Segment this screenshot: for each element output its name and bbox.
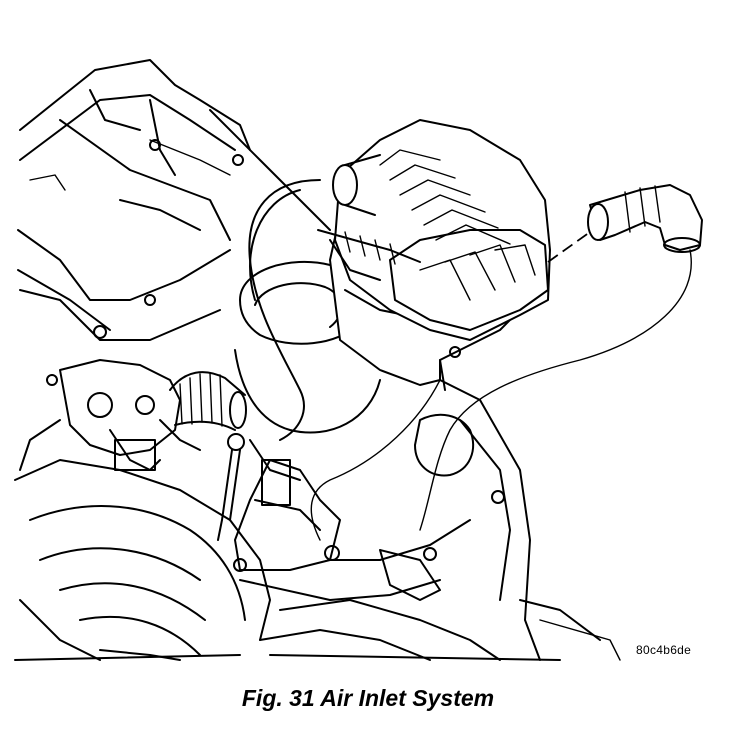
intake-manifold	[14, 459, 271, 661]
battery-tray	[233, 459, 471, 601]
fender-structure	[17, 59, 331, 386]
right-fender	[259, 379, 601, 661]
figure-reference-code: 80c4b6de	[636, 643, 692, 657]
throttle-body	[19, 359, 201, 471]
inlet-elbow-tube	[587, 184, 703, 253]
corrugated-air-duct	[169, 371, 247, 431]
air-filter-housing	[317, 119, 551, 391]
routing-lines	[248, 179, 692, 541]
assembly-dashed-line	[547, 231, 591, 263]
figure-caption: Fig. 31 Air Inlet System	[241, 685, 495, 711]
dipstick	[217, 433, 245, 541]
lower-frame	[14, 619, 621, 661]
